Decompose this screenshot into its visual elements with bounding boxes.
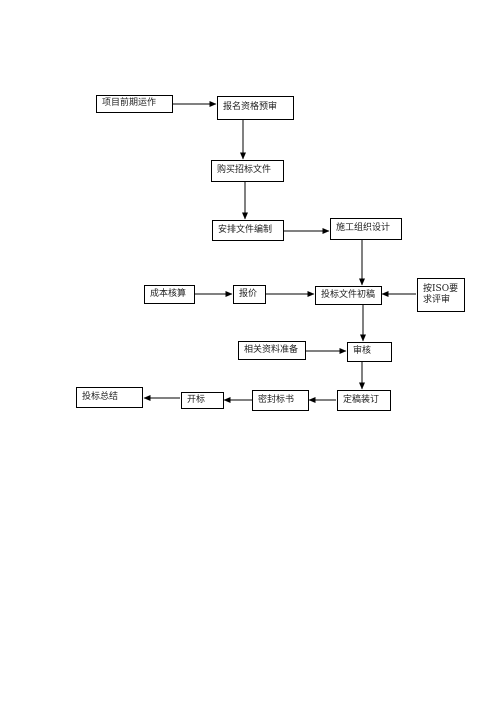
node-related-materials: 相关资料准备 — [238, 341, 306, 360]
node-cost-accounting: 成本核算 — [144, 285, 195, 304]
node-bid-opening: 开标 — [181, 392, 224, 409]
node-registration-prequal: 报名资格预审 — [217, 96, 294, 120]
node-arrange-doc-prep: 安排文件编制 — [212, 220, 284, 241]
node-bid-draft: 投标文件初稿 — [315, 286, 382, 305]
node-construction-design: 施工组织设计 — [330, 218, 402, 240]
node-review: 审核 — [347, 342, 392, 362]
node-finalize-binding: 定稿装订 — [337, 390, 391, 411]
node-quotation: 报价 — [233, 285, 266, 304]
node-iso-review: 按ISO要 求评审 — [417, 278, 465, 312]
node-seal-bid: 密封标书 — [252, 390, 309, 411]
node-bid-summary: 投标总结 — [76, 387, 143, 408]
node-buy-tender-docs: 购买招标文件 — [211, 160, 284, 182]
node-project-preparation: 项目前期运作 — [96, 95, 173, 113]
